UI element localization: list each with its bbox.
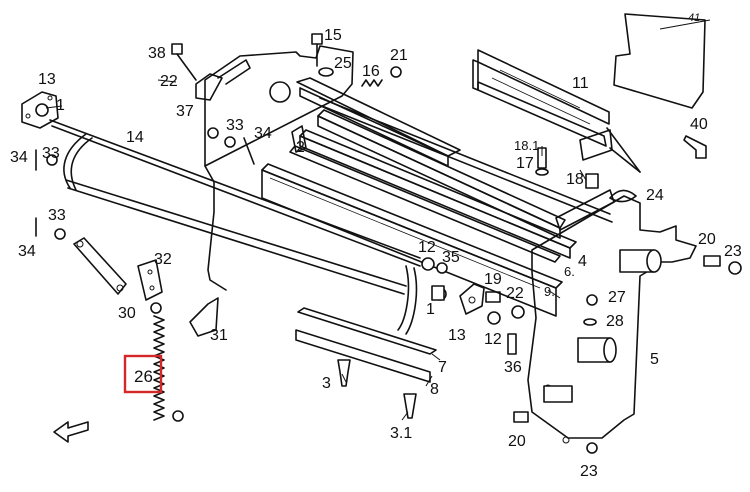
callout-label: 24	[646, 187, 664, 204]
hardware-parts	[35, 33, 742, 454]
callout-label: 25	[334, 55, 352, 72]
callout-label: 18.1	[514, 138, 539, 153]
left-side-plate	[204, 45, 354, 291]
callout-label: 40	[690, 116, 708, 133]
callout-label: 14	[126, 129, 144, 146]
callout-label: 6.	[564, 264, 575, 279]
callout-label: 21	[390, 47, 408, 64]
callout-label: 16	[362, 63, 380, 80]
callout-label: 5	[650, 351, 659, 368]
callout-label: 1	[56, 97, 65, 114]
part-11-channel	[472, 49, 641, 173]
callout-label: 23	[580, 463, 598, 480]
callout-label: 37	[176, 103, 194, 120]
highlight-box	[123, 354, 163, 394]
callout-label: 12	[418, 239, 436, 256]
top-bars-assembly	[261, 77, 615, 317]
part-40-bracket	[683, 135, 707, 159]
callout-label: 7	[438, 359, 447, 376]
callout-label: 3.1	[390, 425, 412, 442]
callout-label: 33	[48, 207, 66, 224]
callout-label: 32	[154, 251, 172, 268]
callout-label: 9.	[544, 284, 555, 299]
callout-label: 30	[118, 305, 136, 322]
callout-label: 15	[324, 27, 342, 44]
callout-label: 35	[442, 249, 460, 266]
callout-label: 27	[608, 289, 626, 306]
callout-label: 20	[698, 231, 716, 248]
callout-label: 34	[18, 243, 36, 260]
callout-labels: 41 40 38 22 37 15 25 21 16 11 13 1 14 33…	[10, 12, 742, 480]
callout-label: 38	[148, 45, 166, 62]
callout-label: 31	[210, 327, 228, 344]
callout-label: 17	[516, 155, 534, 172]
callout-label: 2	[296, 139, 305, 156]
callout-label: 34	[254, 125, 272, 142]
callout-label: 13	[38, 71, 56, 88]
callout-label: 33	[226, 117, 244, 134]
callout-label: 34	[10, 149, 28, 166]
part-26-tension-spring	[150, 302, 184, 422]
callout-label: 41	[688, 12, 700, 24]
callout-label: 36	[504, 359, 522, 376]
part-41-cover-sheet	[613, 13, 706, 109]
callout-label: 33	[42, 145, 60, 162]
part-14-rods	[49, 119, 421, 335]
callout-label: 3	[322, 375, 331, 392]
callout-label: 13	[448, 327, 466, 344]
callout-label: 11	[572, 75, 589, 92]
callout-label: 19	[484, 271, 502, 288]
callout-label: 12	[484, 331, 502, 348]
callout-label: 4	[578, 253, 587, 270]
callout-label-26: 26	[134, 367, 153, 386]
callout-label: 22	[506, 285, 524, 302]
callout-label: 8	[430, 381, 439, 398]
callout-label: 18	[566, 171, 584, 188]
callout-label: 20	[508, 433, 526, 450]
direction-arrow-icon	[53, 421, 89, 443]
callout-label: 23	[724, 243, 742, 260]
callout-label: 22	[160, 73, 178, 90]
part-13-left-plate	[21, 91, 59, 129]
leader-lines	[45, 19, 711, 421]
callout-label: 1	[426, 301, 435, 318]
callout-label: 28	[606, 313, 624, 330]
